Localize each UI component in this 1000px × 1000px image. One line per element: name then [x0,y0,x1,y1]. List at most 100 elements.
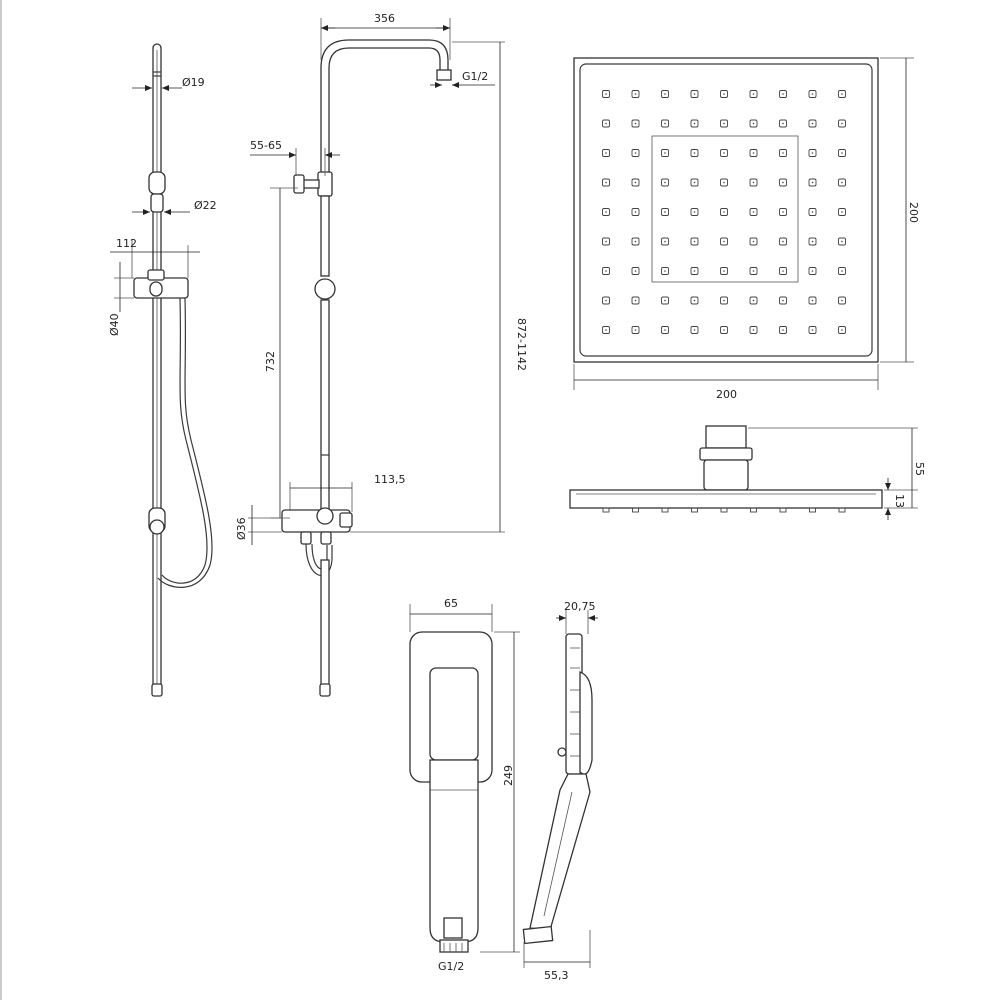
nozzle [690,237,699,246]
hand-shower-side [522,633,593,945]
nozzle [749,296,758,305]
label-113-5: 113,5 [374,473,406,486]
nozzle [602,237,610,246]
nozzle [631,119,640,128]
label-d36: Ø36 [235,517,248,540]
nozzle [690,178,699,187]
nozzle [602,267,610,275]
hand-front-dimensions [409,604,520,953]
nozzle [631,178,640,187]
side-nozzle [661,507,669,513]
nozzle [631,149,640,157]
nozzle [631,296,640,305]
nozzle [690,119,699,128]
label-732: 732 [264,351,277,372]
side-dimensions [748,427,918,520]
label-d40: Ø40 [108,313,121,336]
nozzle [838,267,846,275]
label-d22: Ø22 [194,199,217,212]
nozzle [661,237,669,246]
nozzle [690,267,699,275]
nozzle [690,149,699,157]
nozzle [720,90,728,98]
nozzle [602,208,610,216]
label-g12-bottom: G1/2 [438,960,464,973]
hand-shower-front [409,631,493,953]
side-nozzle [691,507,698,513]
label-g12-top: G1/2 [462,70,488,83]
label-112: 112 [116,237,137,250]
nozzle [720,178,728,187]
shower-head-plan [573,57,879,363]
nozzle [838,237,846,246]
nozzle [631,267,640,275]
side-nozzle [809,507,816,513]
plan-dimensions [573,57,914,390]
nozzle [779,326,787,334]
nozzle [838,296,846,305]
nozzle [602,119,610,128]
nozzle [779,178,787,187]
nozzle [661,178,669,187]
side-nozzle [779,507,787,513]
nozzle [720,119,728,128]
label-55: 55 [913,462,926,476]
nozzle [779,149,787,157]
nozzle [631,237,640,246]
nozzle [690,326,699,334]
nozzle [779,90,787,98]
label-200-width: 200 [716,388,737,401]
label-20-75: 20,75 [564,600,596,613]
nozzle [779,208,787,216]
nozzle [808,326,817,334]
nozzle [631,326,640,334]
nozzle [661,208,669,216]
nozzle [808,296,817,305]
nozzle [808,237,817,246]
nozzle [749,149,758,157]
nozzle [602,178,610,187]
nozzle [602,90,610,98]
label-356: 356 [374,12,395,25]
nozzle [661,119,669,128]
nozzle [602,326,610,334]
nozzle [808,119,817,128]
nozzle [749,267,758,275]
label-872-1142: 872-1142 [515,318,528,371]
side-nozzle [838,507,846,513]
nozzle [779,296,787,305]
label-d19: Ø19 [182,76,205,89]
nozzle [749,119,758,128]
nozzle [808,208,817,216]
shower-column-view [281,39,452,697]
nozzle [720,267,728,275]
nozzle [749,208,758,216]
nozzle [838,178,846,187]
nozzle [838,208,846,216]
nozzle [749,90,758,98]
nozzle [838,149,846,157]
nozzle [749,237,758,246]
shower-head-side [569,425,883,513]
nozzle [661,267,669,275]
slide-rail-view [133,43,213,697]
nozzle [631,90,640,98]
label-249: 249 [502,765,515,786]
label-13: 13 [893,494,906,508]
nozzle [720,296,728,305]
nozzle [808,149,817,157]
nozzle [838,326,846,334]
nozzle [690,90,699,98]
middle-dimensions [248,18,505,545]
nozzle [749,326,758,334]
nozzle [720,208,728,216]
nozzle [602,296,610,305]
nozzle [690,296,699,305]
nozzle [661,90,669,98]
nozzle [808,267,817,275]
nozzle [779,119,787,128]
side-nozzle [720,507,728,513]
label-200-height: 200 [907,202,920,223]
side-nozzle [602,507,610,513]
